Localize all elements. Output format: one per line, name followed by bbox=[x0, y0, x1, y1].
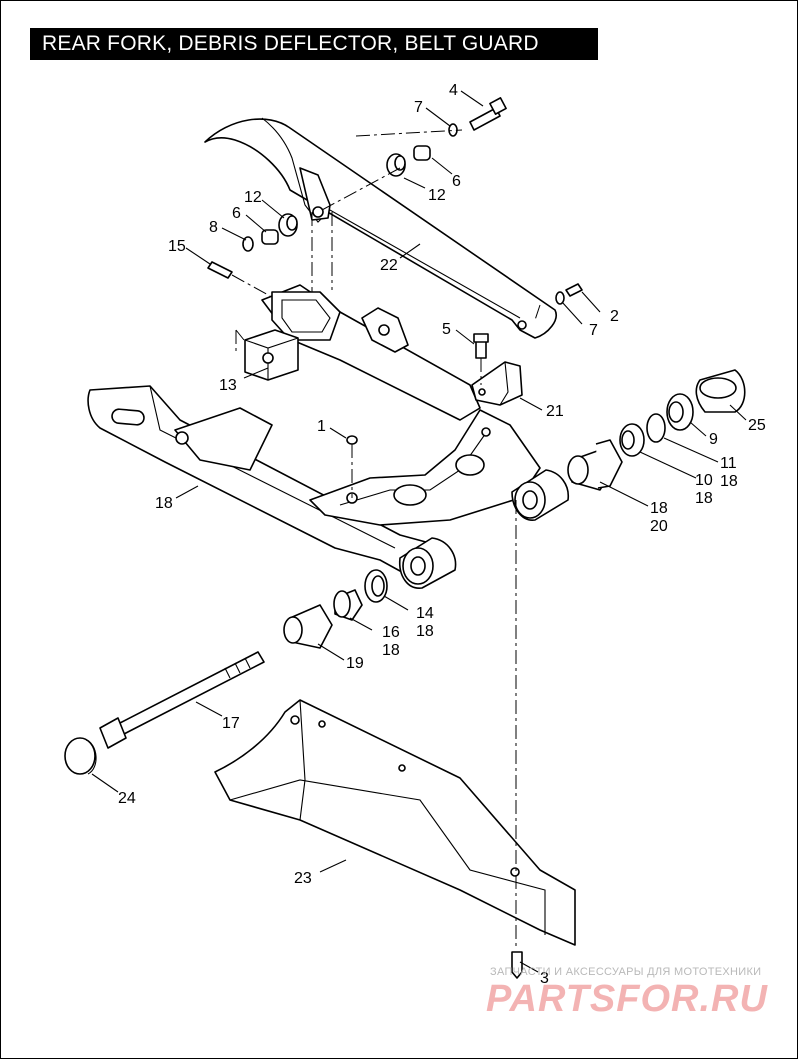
callout-24: 24 bbox=[118, 790, 136, 807]
callout-13: 13 bbox=[219, 377, 237, 394]
callout-16: 16 bbox=[382, 624, 400, 641]
belt-guard bbox=[204, 117, 557, 339]
diagram-title: REAR FORK, DEBRIS DEFLECTOR, BELT GUARD bbox=[30, 28, 598, 60]
callout-10: 10 bbox=[695, 472, 713, 489]
callout-1: 1 bbox=[317, 418, 326, 435]
callout-2: 2 bbox=[610, 308, 619, 325]
callout-4: 4 bbox=[449, 82, 458, 99]
callout-12: 12 bbox=[428, 187, 446, 204]
callout-19: 19 bbox=[346, 655, 364, 672]
alignment-lines bbox=[231, 129, 541, 950]
rear-fork bbox=[87, 284, 570, 589]
callout-14: 14 bbox=[416, 605, 434, 622]
callout-22: 22 bbox=[380, 257, 398, 274]
callout-15: 15 bbox=[168, 238, 186, 255]
watermark-logo: PARTSFOR.RU bbox=[486, 978, 768, 1020]
callout-18: 18 bbox=[695, 490, 713, 507]
callout-25: 25 bbox=[748, 417, 766, 434]
end-cap bbox=[64, 737, 97, 775]
callout-6: 6 bbox=[232, 205, 241, 222]
callout-9: 9 bbox=[709, 431, 718, 448]
pivot-stack-right bbox=[567, 369, 746, 491]
callout-labels: 4 7 6 12 12 6 8 15 22 2 7 5 13 21 1 25 9… bbox=[118, 82, 766, 987]
callout-11: 11 bbox=[720, 455, 737, 472]
callout-18: 18 bbox=[650, 500, 668, 517]
callout-17: 17 bbox=[222, 715, 240, 732]
pivot-stack-left bbox=[283, 569, 388, 649]
pivot-shaft bbox=[99, 651, 265, 749]
watermark-tagline: ЗАПЧАСТИ И АКСЕССУАРЫ ДЛЯ МОТОТЕХНИКИ bbox=[490, 966, 762, 978]
callout-23: 23 bbox=[294, 870, 312, 887]
callout-20: 20 bbox=[650, 518, 668, 535]
bracket bbox=[471, 361, 523, 406]
callout-18: 18 bbox=[155, 495, 173, 512]
upper-hardware bbox=[207, 97, 583, 445]
leader-lines bbox=[91, 90, 747, 973]
mount-block bbox=[244, 329, 299, 381]
callout-3: 3 bbox=[540, 970, 549, 987]
callout-7: 7 bbox=[589, 322, 598, 339]
callout-6: 6 bbox=[452, 173, 461, 190]
callout-18: 18 bbox=[720, 473, 738, 490]
callout-12: 12 bbox=[244, 189, 262, 206]
debris-deflector bbox=[214, 699, 576, 979]
callout-8: 8 bbox=[209, 219, 218, 236]
callout-7: 7 bbox=[414, 99, 423, 116]
callout-21: 21 bbox=[546, 403, 564, 420]
callout-5: 5 bbox=[442, 321, 451, 338]
callout-18: 18 bbox=[416, 623, 434, 640]
callout-18: 18 bbox=[382, 642, 400, 659]
